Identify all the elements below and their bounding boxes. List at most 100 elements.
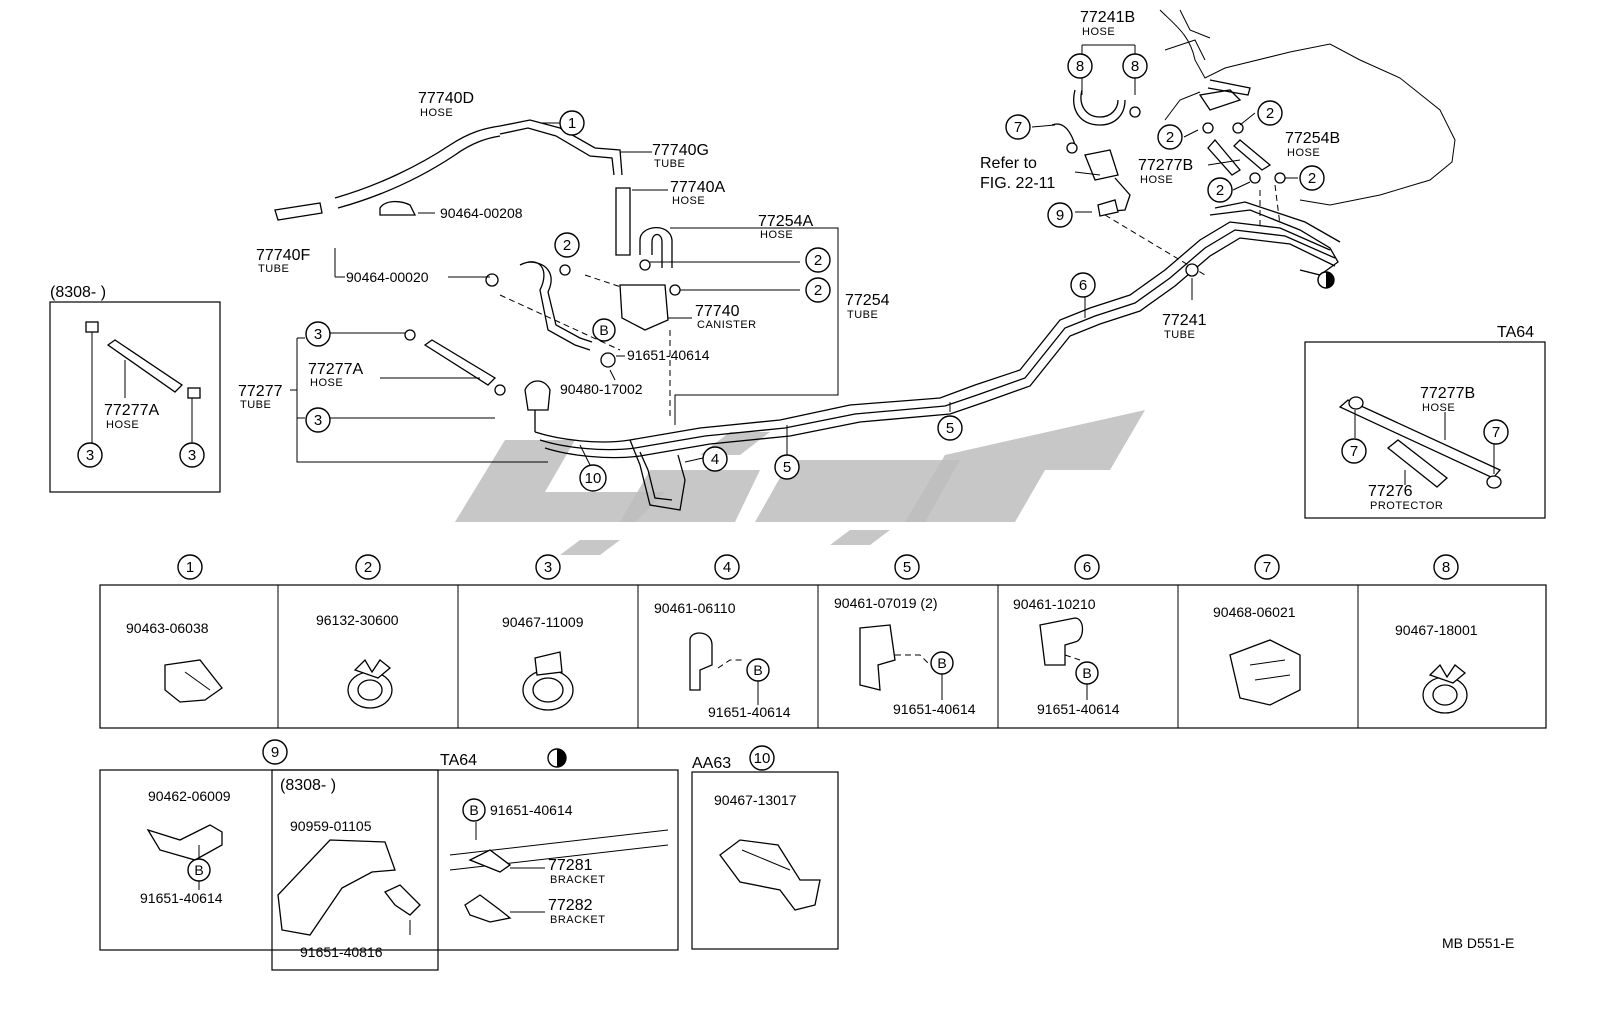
svg-text:7: 7 [1263, 559, 1271, 576]
svg-text:91651-40614: 91651-40614 [490, 802, 573, 818]
svg-text:4: 4 [723, 559, 731, 576]
svg-text:TUBE: TUBE [240, 399, 271, 411]
svg-text:HOSE: HOSE [760, 229, 793, 241]
svg-text:2: 2 [814, 252, 822, 269]
svg-text:8: 8 [1131, 58, 1139, 75]
svg-text:TA64: TA64 [440, 752, 477, 769]
svg-text:1: 1 [568, 115, 576, 132]
svg-text:96132-30600: 96132-30600 [316, 612, 399, 628]
svg-text:6: 6 [1079, 277, 1087, 294]
svg-text:90468-06021: 90468-06021 [1213, 604, 1296, 620]
svg-text:90464-00020: 90464-00020 [346, 269, 429, 285]
svg-text:77277B: 77277B [1420, 385, 1475, 402]
svg-text:(8308- ): (8308- ) [50, 284, 106, 301]
svg-text:77740G: 77740G [652, 142, 709, 159]
svg-text:90480-17002: 90480-17002 [560, 381, 643, 397]
svg-text:9: 9 [1056, 207, 1064, 224]
svg-text:HOSE: HOSE [672, 195, 705, 207]
svg-text:3: 3 [188, 447, 196, 464]
svg-text:90464-00208: 90464-00208 [440, 205, 523, 221]
svg-text:1: 1 [186, 559, 194, 576]
svg-text:6: 6 [1083, 559, 1091, 576]
svg-text:9: 9 [271, 744, 279, 761]
inset-box-8308: (8308- ) 77277A HOSE 3 3 [49, 284, 221, 493]
svg-text:TA64: TA64 [1497, 324, 1534, 341]
svg-text:Refer to: Refer to [980, 155, 1037, 172]
lower-boxes: 9 90462-06009 B 91651-40614 (8308- ) 909… [99, 739, 839, 971]
svg-text:PROTECTOR: PROTECTOR [1370, 500, 1443, 512]
svg-text:HOSE: HOSE [420, 107, 453, 119]
leader-lines [290, 44, 1324, 466]
svg-text:8: 8 [1076, 58, 1084, 75]
svg-text:91651-40614: 91651-40614 [627, 347, 710, 363]
svg-text:90461-06110: 90461-06110 [654, 600, 736, 616]
upper-hoses [274, 119, 681, 432]
svg-text:3: 3 [86, 447, 94, 464]
svg-text:77282: 77282 [548, 897, 593, 914]
svg-text:HOSE: HOSE [1287, 147, 1320, 159]
svg-text:TUBE: TUBE [847, 309, 878, 321]
svg-text:91651-40614: 91651-40614 [140, 890, 223, 906]
svg-text:8: 8 [1442, 559, 1450, 576]
svg-text:B: B [194, 862, 203, 878]
svg-text:2: 2 [1216, 182, 1224, 199]
svg-text:(8308- ): (8308- ) [280, 777, 336, 794]
svg-text:91651-40614: 91651-40614 [708, 704, 791, 720]
inset-box-ta64: TA64 77277B HOSE 7 7 77276 PROTECTOR [1304, 324, 1546, 519]
footer-code: MB D551-E [1442, 935, 1514, 951]
svg-text:77277B: 77277B [1138, 157, 1193, 174]
svg-text:77277A: 77277A [308, 361, 363, 378]
svg-text:7: 7 [1492, 424, 1500, 441]
svg-text:2: 2 [364, 559, 372, 576]
svg-text:77254B: 77254B [1285, 130, 1340, 147]
svg-text:5: 5 [903, 559, 911, 576]
svg-text:TUBE: TUBE [654, 158, 685, 170]
svg-text:2: 2 [563, 237, 571, 254]
svg-text:7: 7 [1350, 443, 1358, 460]
svg-text:3: 3 [544, 559, 552, 576]
svg-text:77254A: 77254A [758, 213, 813, 230]
diagram-callouts: 1 2 2 2 3 3 B 4 5 5 6 10 8 8 7 9 2 2 2 2 [305, 53, 1335, 492]
svg-text:AA63: AA63 [692, 755, 731, 772]
svg-text:91651-40614: 91651-40614 [893, 701, 976, 717]
svg-text:BRACKET: BRACKET [550, 874, 605, 886]
svg-text:90461-07019 (2): 90461-07019 (2) [834, 595, 938, 611]
svg-text:2: 2 [1266, 105, 1274, 122]
svg-text:10: 10 [754, 750, 771, 767]
svg-text:77254: 77254 [845, 292, 890, 309]
svg-text:77276: 77276 [1368, 483, 1413, 500]
svg-text:90462-06009: 90462-06009 [148, 788, 231, 804]
svg-text:77277A: 77277A [104, 402, 159, 419]
svg-text:5: 5 [783, 459, 791, 476]
svg-text:TUBE: TUBE [258, 263, 289, 275]
svg-text:77277: 77277 [238, 383, 283, 400]
top-right-hoses [1051, 79, 1286, 277]
svg-text:TUBE: TUBE [1164, 329, 1195, 341]
svg-text:CANISTER: CANISTER [697, 319, 757, 331]
svg-text:HOSE: HOSE [310, 377, 343, 389]
svg-text:HOSE: HOSE [1140, 174, 1173, 186]
svg-text:HOSE: HOSE [1422, 402, 1455, 414]
svg-text:HOSE: HOSE [1082, 26, 1115, 38]
svg-text:5: 5 [946, 420, 954, 437]
svg-text:HOSE: HOSE [106, 419, 139, 431]
svg-text:90463-06038: 90463-06038 [126, 620, 209, 636]
fuel-tank-outline [1159, 9, 1456, 206]
svg-text:BRACKET: BRACKET [550, 914, 605, 926]
svg-text:2: 2 [1308, 170, 1316, 187]
top-labels: 77740D HOSE 77740G TUBE 77740A HOSE 9046… [238, 9, 1340, 411]
svg-text:91651-40614: 91651-40614 [1037, 701, 1120, 717]
svg-text:77241B: 77241B [1080, 9, 1135, 26]
svg-text:10: 10 [585, 470, 602, 487]
svg-text:77740F: 77740F [256, 247, 310, 264]
svg-text:FIG. 22-11: FIG. 22-11 [980, 175, 1055, 192]
svg-text:B: B [753, 662, 762, 678]
svg-text:91651-40816: 91651-40816 [300, 944, 383, 960]
svg-text:90959-01105: 90959-01105 [290, 818, 372, 834]
watermark-logo [455, 410, 1145, 555]
svg-text:77241: 77241 [1162, 312, 1207, 329]
svg-text:2: 2 [814, 282, 822, 299]
svg-text:B: B [937, 655, 946, 671]
svg-text:77740A: 77740A [670, 179, 725, 196]
